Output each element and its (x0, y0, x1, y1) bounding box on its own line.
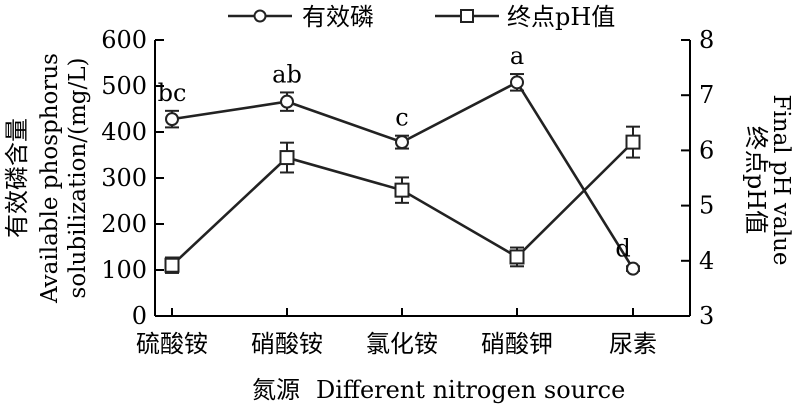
right-tick-label: 8 (699, 26, 714, 54)
significance-label: ab (272, 60, 302, 88)
significance-label: bc (158, 79, 187, 107)
x-tick-label: 硝酸铵 (251, 330, 323, 358)
left-tick-label: 100 (101, 256, 147, 284)
right-tick-label: 4 (699, 247, 714, 275)
ylabel-left-en-line2: solubilization/(mg/L) (65, 58, 91, 299)
series-2 (164, 125, 641, 274)
left-tick-label: 600 (101, 26, 147, 54)
xlabel-en: Different nitrogen source (316, 376, 625, 404)
data-point-square (279, 150, 295, 166)
ylabel-right-en: Final pH value (768, 94, 794, 265)
right-tick-label: 3 (699, 302, 714, 330)
legend-circle-marker (253, 9, 267, 23)
significance-label: d (615, 234, 630, 262)
legend-label: 有效磷 (302, 3, 374, 31)
x-tick-label: 硝酸钾 (481, 330, 553, 358)
data-point-circle (395, 135, 409, 150)
legend-label: 终点pH值 (507, 3, 615, 31)
data-point-square (394, 182, 410, 198)
right-tick-label: 5 (699, 192, 714, 220)
data-point-square (509, 249, 525, 265)
right-tick-label: 6 (699, 136, 714, 164)
left-tick-label: 500 (101, 72, 147, 100)
x-tick-label: 硫酸铵 (136, 330, 208, 358)
series-1: bc ab c a d (158, 42, 640, 276)
axes: 0 100 200 300 400 500 600 3 4 5 6 7 8 硫酸铵 硝酸铵 氯化铵 硝酸钾 尿素 (101, 26, 714, 358)
data-point-circle (165, 112, 179, 127)
ylabel-left-en-line1: Available phosphorus (37, 53, 63, 304)
left-tick-label: 200 (101, 210, 147, 238)
xlabel-cn: 氮源 (252, 376, 300, 404)
significance-label: a (510, 42, 524, 70)
data-point-square (164, 257, 180, 273)
left-tick-label: 0 (132, 302, 147, 330)
data-point-circle (510, 75, 524, 90)
right-tick-label: 7 (699, 81, 714, 109)
data-point-circle (626, 261, 640, 276)
x-tick-label: 尿素 (609, 330, 657, 358)
significance-label: c (395, 104, 408, 132)
x-tick-label: 氯化铵 (366, 330, 438, 358)
ylabel-left-cn: 有效磷含量 (3, 118, 31, 238)
data-point-square (625, 134, 641, 150)
legend: 有效磷 终点pH值 (228, 3, 615, 31)
data-point-circle (280, 94, 294, 109)
legend-square-marker (460, 9, 474, 23)
series-layer: bc ab c a d (158, 42, 641, 276)
left-tick-label: 300 (101, 164, 147, 192)
ylabel-right-cn: 终点pH值 (742, 126, 770, 234)
left-tick-label: 400 (101, 118, 147, 146)
